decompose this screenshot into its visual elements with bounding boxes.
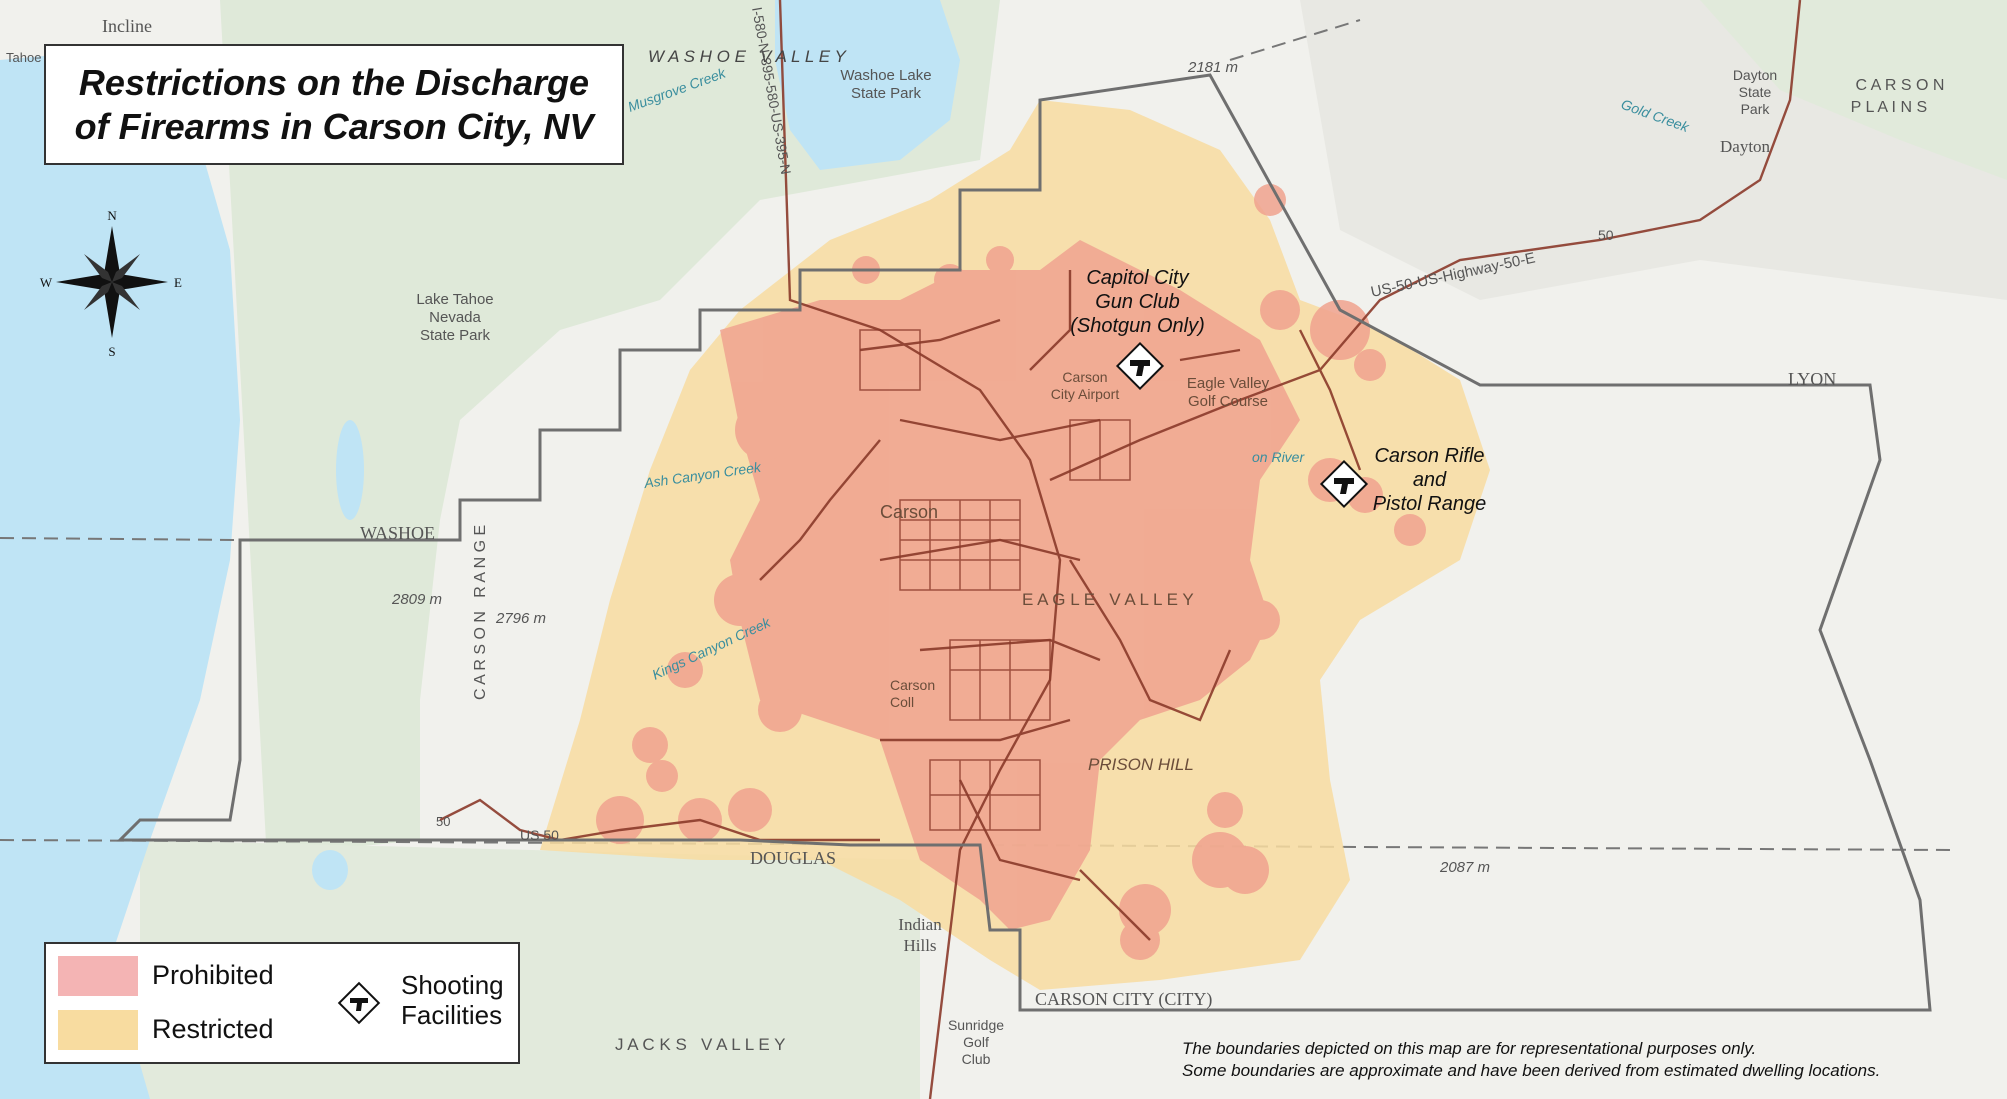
label-washoe-valley: W A S H O E V A L L E Y <box>648 47 847 66</box>
pistol-icon <box>1130 360 1150 376</box>
compass-s: S <box>108 344 115 359</box>
county-line-north <box>1229 19 1361 61</box>
washoe-lake <box>775 0 960 170</box>
legend-label-prohibited: Prohibited <box>152 960 274 990</box>
legend-facility-symbol <box>337 981 381 1025</box>
pistol-icon <box>350 998 368 1011</box>
disclaimer-note: The boundaries depicted on this map are … <box>1182 1039 1881 1080</box>
compass-w: W <box>40 275 53 290</box>
map-title: Restrictions on the Discharge of Firearm… <box>74 61 594 147</box>
carson-city-boundary <box>116 73 1932 1012</box>
label-dayton: Dayton <box>1720 137 1771 156</box>
prohibited-zone <box>596 184 1426 960</box>
facility-label-carson-rifle: Carson Rifle and Pistol Range <box>1372 445 1487 515</box>
label-washoe: WASHOE <box>360 523 435 543</box>
road-grid <box>859 329 1131 831</box>
county-line-west <box>0 537 241 541</box>
pistol-icon <box>1334 478 1354 494</box>
compass-n: N <box>107 208 117 223</box>
label-elev-2796: 2796 m <box>495 610 546 627</box>
small-lake-1 <box>336 420 364 520</box>
compass-rose: N S E W <box>40 208 182 359</box>
label-tahoe-fragment: Tahoe <box>6 50 41 65</box>
facility-marker-carson-rifle[interactable] <box>1319 459 1369 509</box>
legend-label-restricted: Restricted <box>152 1014 274 1044</box>
label-elev-2087: 2087 m <box>1439 859 1490 876</box>
legend-swatch-restricted <box>58 1010 138 1050</box>
label-douglas: DOUGLAS <box>750 848 836 868</box>
label-carson-range: C A R S O N R A N G E <box>472 525 489 700</box>
label-us50-west: US 50 <box>520 827 559 843</box>
label-elev-2181: 2181 m <box>1187 59 1238 76</box>
label-river-fragment: on River <box>1252 449 1305 465</box>
label-us50-west-num: 50 <box>436 814 450 829</box>
label-carson-fragment: Carson <box>880 502 938 522</box>
facility-marker-capitol-city[interactable] <box>1115 341 1165 391</box>
label-carson-city-city: CARSON CITY (CITY) <box>1035 989 1212 1010</box>
terrain-northeast-green <box>1700 0 2007 180</box>
label-lyon: LYON <box>1788 369 1836 389</box>
legend: Prohibited Restricted Shooting Facilitie… <box>44 942 520 1064</box>
label-us50-num: 50 <box>1598 227 1614 243</box>
compass-e: E <box>174 275 182 290</box>
terrain-west <box>120 0 1000 1099</box>
label-jacks-valley: J A C K S V A L L E Y <box>615 1035 785 1054</box>
label-prison-hill: PRISON HILL <box>1088 755 1194 774</box>
label-elev-2809: 2809 m <box>391 591 442 608</box>
legend-swatch-prohibited <box>58 956 138 996</box>
lake-tahoe <box>0 50 240 1099</box>
facility-label-capitol-city: Capitol City Gun Club (Shotgun Only) <box>1070 267 1205 337</box>
label-eagle-valley: E A G L E V A L L E Y <box>1022 590 1194 609</box>
label-incline: Incline <box>102 16 152 36</box>
small-lake-2 <box>312 850 348 890</box>
title-box: Restrictions on the Discharge of Firearm… <box>44 44 624 165</box>
legend-label-facilities: Shooting Facilities <box>401 970 504 1030</box>
